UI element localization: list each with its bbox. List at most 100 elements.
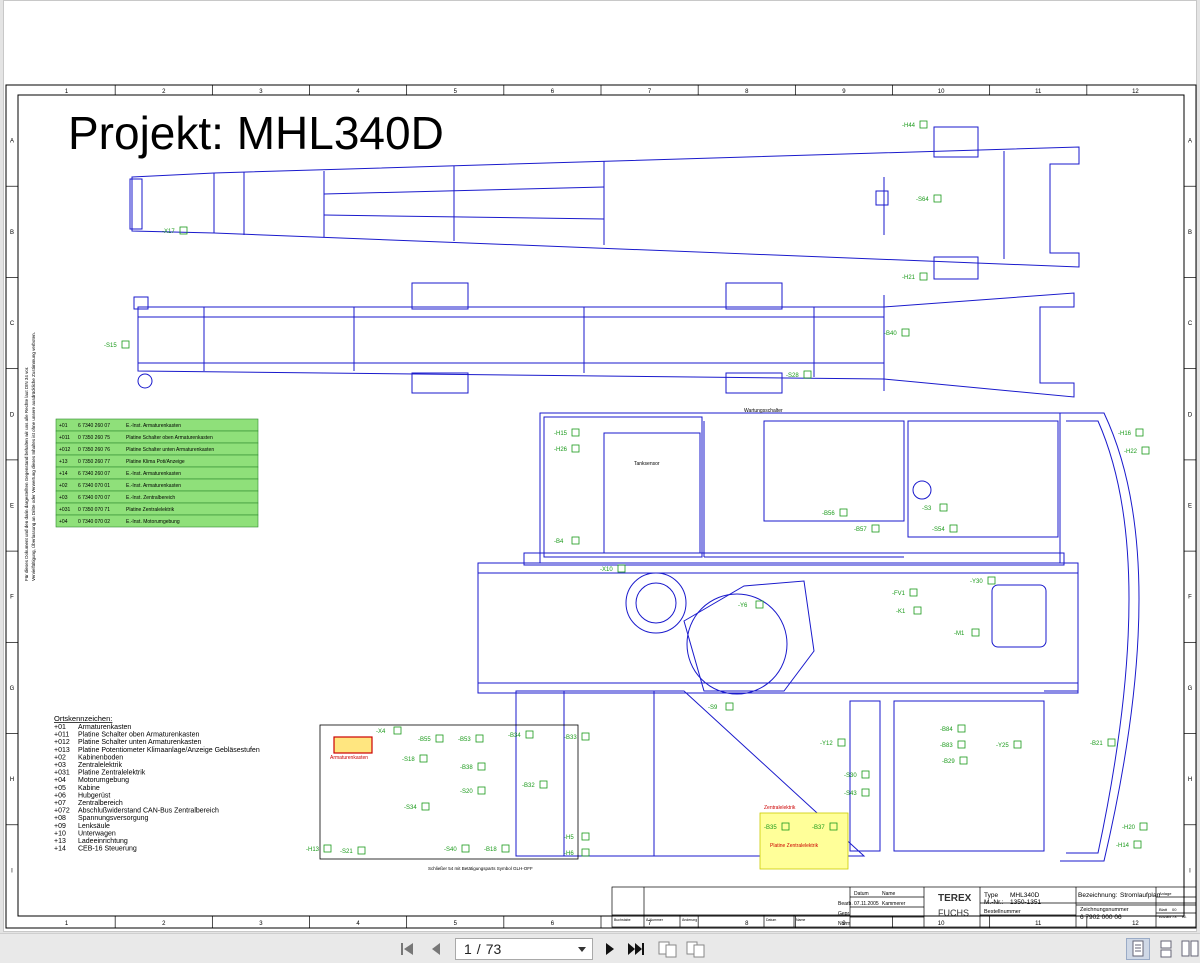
component-symbol — [571, 444, 580, 453]
legend-code: +09 — [54, 823, 66, 830]
row-marker-left: H — [10, 777, 14, 783]
component-tag-x10: -X10 — [600, 567, 613, 573]
svg-text:07.11.2005: 07.11.2005 — [854, 901, 879, 907]
component-symbol — [949, 524, 958, 533]
row-marker-right: E — [1188, 504, 1192, 510]
component-symbol — [837, 738, 846, 747]
parts-table-cell: E.-Inst. Armaturenkasten — [126, 471, 181, 477]
component-tag-s30: -S30 — [844, 773, 857, 779]
component-tag-h5: -H5 — [564, 835, 574, 841]
column-marker-top: 1 — [65, 89, 69, 95]
column-marker-bottom: 8 — [745, 921, 749, 927]
next-page-button[interactable] — [598, 938, 622, 960]
page-separator: / — [476, 941, 481, 957]
component-symbol — [477, 786, 486, 795]
svg-text:Datum: Datum — [766, 918, 776, 922]
parts-table-cell: 6 7340 260 07 — [78, 471, 110, 477]
component-tag-b33: -B33 — [564, 735, 577, 741]
continuous-page-icon — [1160, 940, 1172, 958]
component-symbol — [419, 754, 428, 763]
single-page-view-button[interactable] — [1126, 938, 1150, 960]
column-marker-bottom: 12 — [1132, 921, 1139, 927]
row-marker-left: I — [11, 868, 13, 874]
legend-title: Ortskennzeichen: — [54, 714, 112, 723]
component-tag-b37: -B37 — [812, 825, 825, 831]
zentralelektrik-label: Zentralelektrik — [764, 805, 796, 811]
parts-table-cell: 6 7340 260 07 — [78, 423, 110, 429]
total-pages: 73 — [485, 941, 502, 957]
component-symbol — [581, 848, 590, 857]
legend-code: +031 — [54, 770, 70, 777]
component-tag-x4: -X4 — [376, 729, 386, 735]
parts-table-cell: E.-Inst. Motorumgebung — [126, 519, 180, 525]
component-symbol — [475, 734, 484, 743]
component-tag-b32: -B32 — [522, 783, 535, 789]
next-view-button[interactable] — [684, 938, 708, 960]
column-marker-top: 10 — [938, 89, 945, 95]
legend-desc: Kabinenboden — [78, 754, 123, 761]
wartungsschalter-label: Wartungsschalter — [744, 408, 783, 414]
single-page-icon — [1132, 940, 1144, 957]
column-marker-top: 3 — [259, 89, 263, 95]
svg-text:Stromlaufplan: Stromlaufplan — [1120, 892, 1160, 899]
component-symbol — [957, 740, 966, 749]
component-symbol — [939, 503, 948, 512]
svg-text:Zeichnungsnummer: Zeichnungsnummer — [1080, 907, 1129, 913]
parts-table-cell: +01 — [59, 423, 68, 429]
component-symbol — [959, 756, 968, 765]
component-tag-b18: -B18 — [484, 847, 497, 853]
parts-table-row — [55, 514, 259, 528]
parts-table-cell: +04 — [59, 519, 68, 525]
component-symbol — [1133, 840, 1142, 849]
component-tag-s54: -S54 — [932, 527, 945, 533]
column-marker-top: 6 — [551, 89, 555, 95]
component-symbol — [901, 328, 910, 337]
component-tag-h14: -H14 — [1116, 843, 1130, 849]
svg-text:1350-1351: 1350-1351 — [1010, 899, 1041, 906]
row-marker-left: C — [10, 321, 15, 327]
facing-view-button[interactable] — [1178, 938, 1200, 960]
last-page-button[interactable] — [624, 938, 648, 960]
component-symbol — [1013, 740, 1022, 749]
parts-table-cell: +13 — [59, 459, 68, 465]
component-tag-b21: -B21 — [1090, 741, 1103, 747]
previous-page-button[interactable] — [424, 938, 448, 960]
component-symbol — [781, 822, 790, 831]
row-marker-left: E — [10, 504, 14, 510]
page-number-select[interactable]: 1 / 73 — [455, 938, 593, 960]
parts-table-cell: 0 7350 260 76 — [78, 447, 110, 453]
svg-text:Anzahl: Anzahl — [1159, 914, 1171, 919]
component-tag-b38: -B38 — [460, 765, 473, 771]
row-marker-right: G — [1188, 686, 1193, 692]
svg-text:MHL340D: MHL340D — [1010, 892, 1040, 899]
continuous-view-button[interactable] — [1154, 938, 1178, 960]
component-symbol — [909, 588, 918, 597]
column-marker-bottom: 2 — [162, 921, 166, 927]
component-symbol — [913, 606, 922, 615]
component-tag-b83: -B83 — [940, 743, 953, 749]
first-page-button[interactable] — [396, 938, 420, 960]
parts-table-cell: Platine Zentralelektrik — [126, 507, 175, 513]
column-marker-bottom: 9 — [842, 921, 846, 927]
component-tag-fv1: -FV1 — [892, 591, 906, 597]
component-tag-s18: -S18 — [402, 757, 415, 763]
component-symbol — [1141, 446, 1150, 455]
component-symbol — [571, 428, 580, 437]
component-symbol — [829, 822, 838, 831]
facing-pages-icon — [1181, 940, 1199, 957]
component-tag-s20: -S20 — [460, 789, 473, 795]
armaturenkasten-box: Armaturenkasten Schließer 54 mit Betätig… — [319, 724, 579, 871]
svg-text:Bl.: Bl. — [1182, 914, 1187, 919]
legend-code: +012 — [54, 739, 70, 746]
parts-table-cell: Platine Klima Poti/Anzeige — [126, 459, 185, 465]
svg-text:Name: Name — [882, 891, 896, 897]
previous-view-button[interactable] — [656, 938, 680, 960]
svg-text:Ä-Nummer: Ä-Nummer — [646, 918, 664, 922]
row-marker-left: B — [10, 230, 14, 236]
project-title: Projekt: MHL340D — [68, 107, 444, 159]
parts-table-cell: +03 — [59, 495, 68, 501]
